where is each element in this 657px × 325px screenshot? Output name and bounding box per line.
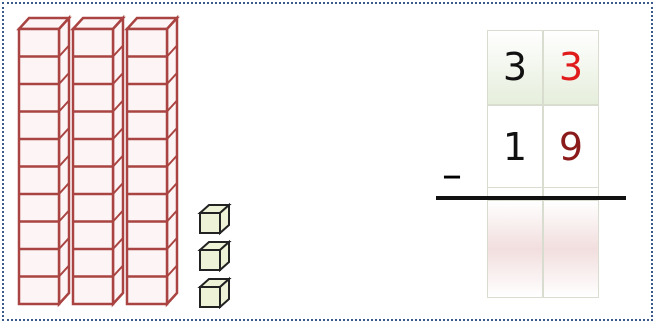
- minuend-tens-digit: 3: [502, 45, 528, 89]
- ones-answer-cell: [543, 200, 599, 298]
- tens-cell-gap: [487, 188, 543, 198]
- subtrahend-ones-digit: 9: [558, 125, 584, 169]
- ten-rod: [70, 14, 126, 308]
- tens-answer-cell: [487, 200, 543, 298]
- ten-rod: [16, 14, 72, 308]
- minus-sign: –: [442, 152, 462, 198]
- ones-cell-gap: [543, 188, 599, 198]
- answer-line: [436, 196, 626, 200]
- ones-cell-minuend: [543, 30, 599, 105]
- ones-cell-subtrahend: [543, 105, 599, 188]
- tens-cell-subtrahend: [487, 105, 543, 188]
- base-ten-blocks: [16, 14, 232, 310]
- worksheet-frame: [2, 2, 653, 321]
- unit-cube: [197, 239, 232, 273]
- tens-cell-minuend: [487, 30, 543, 105]
- ten-rod: [124, 14, 180, 308]
- unit-cube: [197, 276, 232, 310]
- subtrahend-tens-digit: 1: [502, 125, 528, 169]
- unit-cube: [197, 202, 232, 236]
- minuend-ones-digit: 3: [558, 45, 584, 89]
